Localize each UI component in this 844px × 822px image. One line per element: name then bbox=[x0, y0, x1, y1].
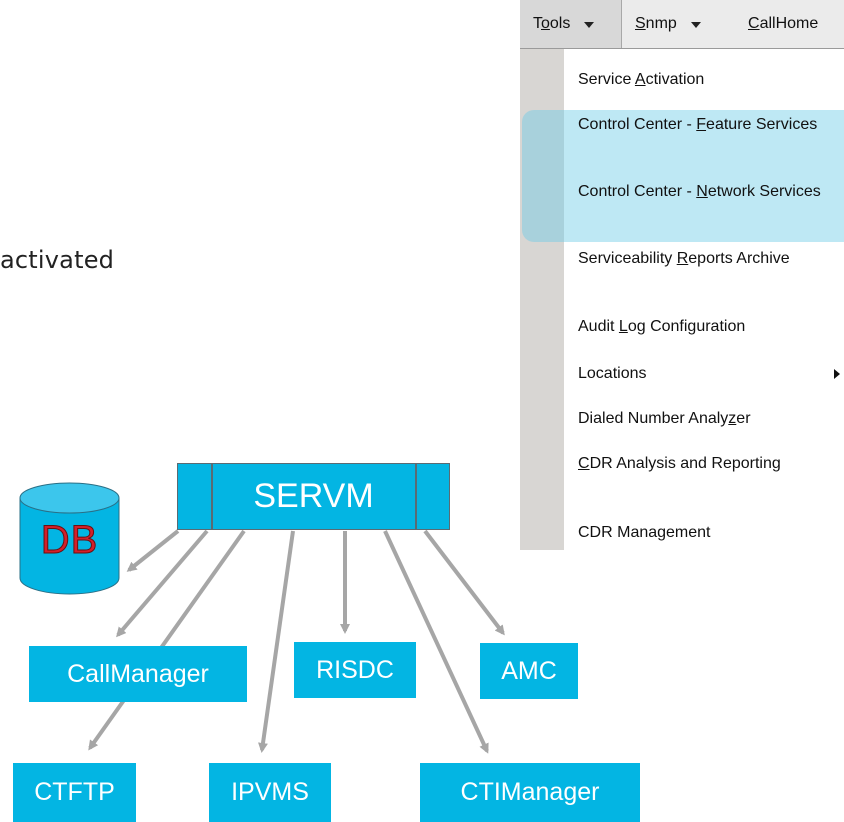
menu-item-label: Serviceability Reports Archive bbox=[578, 250, 790, 267]
menubar-tools-label: Tools bbox=[533, 15, 571, 32]
arrow-servm-to-db bbox=[126, 529, 180, 572]
ipvms-label: IPVMS bbox=[231, 778, 309, 806]
menu-item[interactable]: Serviceability Reports Archive bbox=[578, 248, 840, 269]
menu-item-label: Locations bbox=[578, 365, 647, 382]
servm-node: SERVM bbox=[177, 463, 450, 530]
menubar-tools[interactable]: Tools bbox=[520, 0, 622, 48]
chevron-down-icon bbox=[584, 22, 595, 28]
callmanager-label: CallManager bbox=[67, 659, 209, 688]
submenu-arrow-icon bbox=[834, 369, 840, 379]
amc-label: AMC bbox=[501, 656, 557, 685]
ctimanager-node: CTIManager bbox=[420, 763, 640, 822]
dropdown-gutter bbox=[520, 49, 564, 550]
menu-item-label: Dialed Number Analyzer bbox=[578, 410, 751, 427]
menubar-callhome-label: CallHome bbox=[748, 15, 819, 32]
menu-item[interactable]: Service Activation bbox=[578, 69, 840, 90]
servm-divider-left bbox=[211, 464, 213, 529]
amc-node: AMC bbox=[480, 643, 578, 699]
menu-item[interactable]: CDR Management bbox=[578, 522, 840, 543]
db-label: DB bbox=[40, 518, 99, 563]
arrow-servm-to-ctimanager bbox=[383, 530, 489, 754]
menu-item[interactable]: Control Center - Feature Services bbox=[578, 114, 840, 135]
database-icon: DB bbox=[19, 482, 120, 596]
menu-item-label: Service Activation bbox=[578, 71, 705, 88]
menu-item[interactable]: Dialed Number Analyzer bbox=[578, 408, 840, 429]
arrow-servm-to-callmanager bbox=[116, 529, 209, 638]
menubar-callhome[interactable]: CallHome bbox=[747, 0, 844, 48]
chevron-down-icon bbox=[690, 22, 701, 28]
callmanager-node: CallManager bbox=[29, 646, 247, 702]
ctimanager-label: CTIManager bbox=[460, 778, 600, 806]
arrow-servm-to-ipvms bbox=[258, 530, 295, 753]
servm-divider-right bbox=[415, 464, 417, 529]
risdc-node: RISDC bbox=[294, 642, 416, 698]
menu-item-label: Control Center - Feature Services bbox=[578, 116, 818, 133]
menubar: Tools Snmp CallHome bbox=[520, 0, 844, 49]
servm-label: SERVM bbox=[253, 477, 374, 515]
menu-item-label: CDR Management bbox=[578, 524, 711, 541]
menu-item[interactable]: Locations bbox=[578, 363, 840, 384]
menubar-snmp[interactable]: Snmp bbox=[623, 0, 745, 48]
ipvms-node: IPVMS bbox=[209, 763, 331, 822]
menu-item-label: CDR Analysis and Reporting bbox=[578, 455, 781, 472]
menu-item[interactable]: Control Center - Network Services bbox=[578, 181, 840, 202]
arrow-servm-to-ctftp bbox=[88, 529, 246, 751]
menubar-snmp-label: Snmp bbox=[635, 15, 677, 32]
ctftp-label: CTFTP bbox=[34, 778, 115, 806]
menu-item-label: Audit Log Configuration bbox=[578, 318, 746, 335]
slide-text-fragment: activated bbox=[0, 246, 115, 274]
ctftp-node: CTFTP bbox=[13, 763, 136, 822]
menu-item[interactable]: Audit Log Configuration bbox=[578, 316, 840, 337]
menu-item[interactable]: CDR Analysis and Reporting bbox=[578, 453, 840, 474]
risdc-label: RISDC bbox=[316, 655, 394, 684]
arrow-servm-to-amc bbox=[423, 529, 505, 636]
menu-item-label: Control Center - Network Services bbox=[578, 183, 821, 200]
